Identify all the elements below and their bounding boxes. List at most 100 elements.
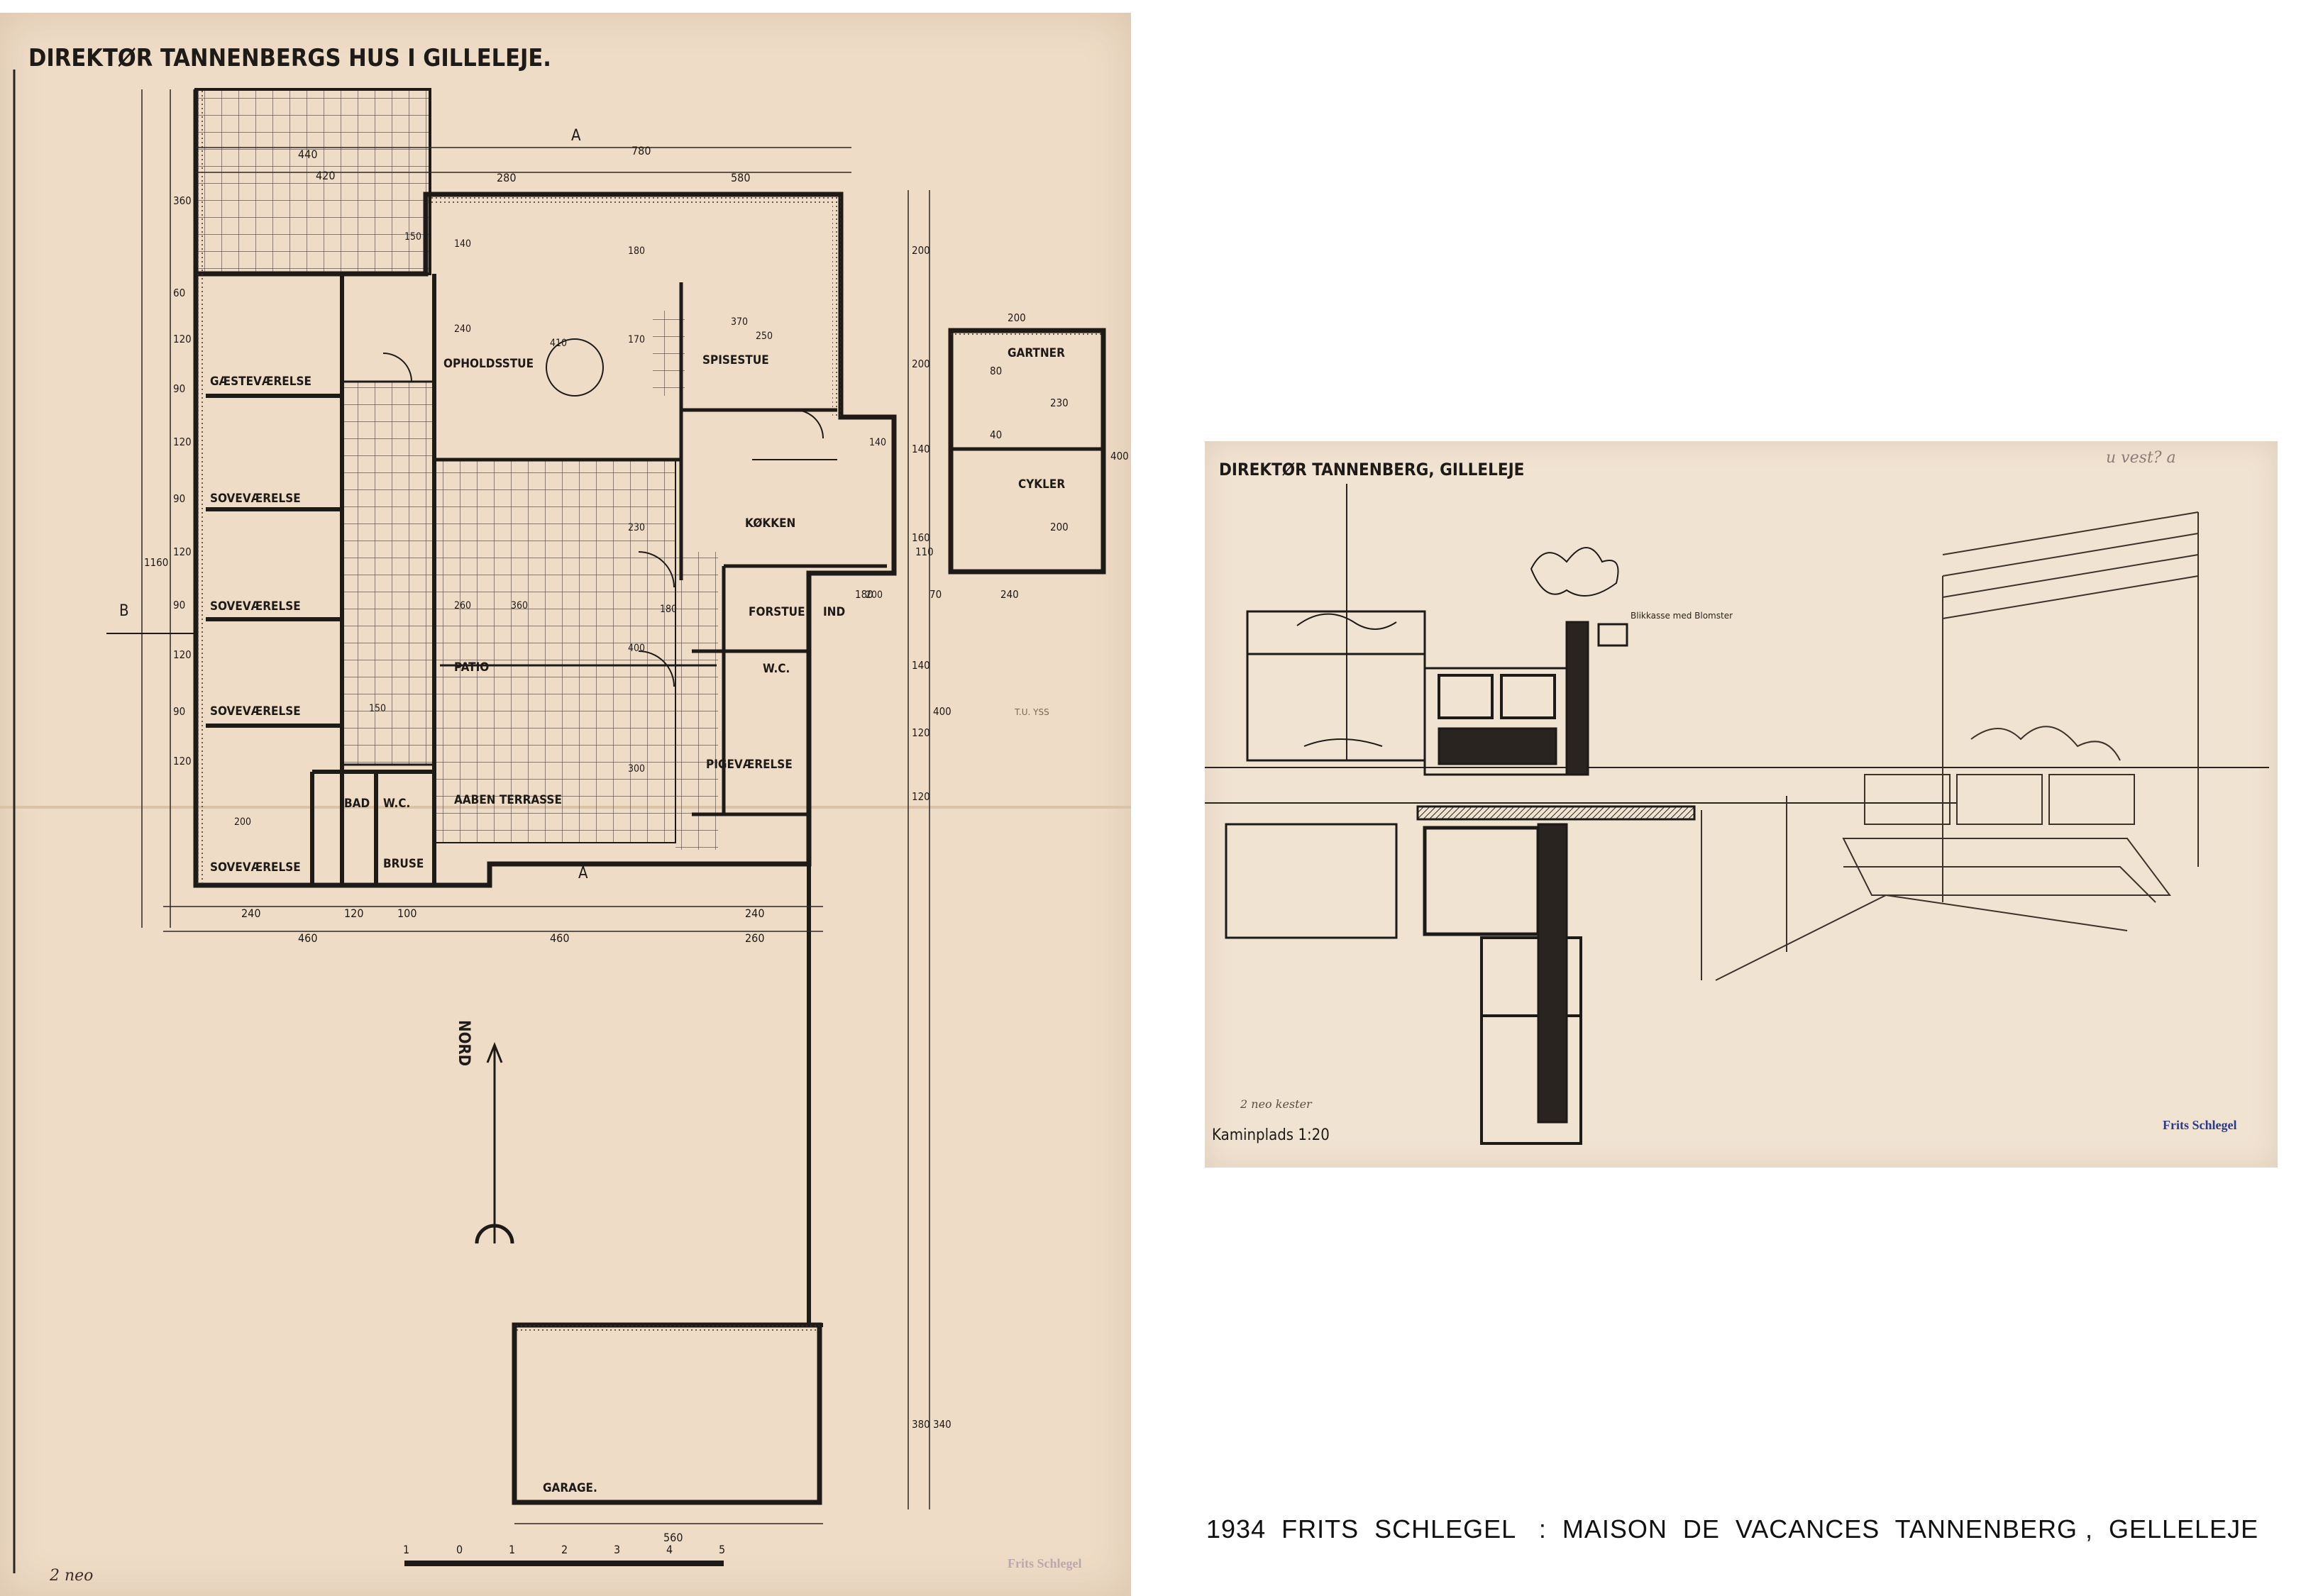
section-mark-a-top: A	[571, 127, 581, 145]
scale-0: 1	[403, 1543, 409, 1556]
detail-stamp: Frits Schlegel	[2163, 1118, 2236, 1132]
wall-hatch-top	[426, 194, 841, 203]
dim-right-4: 140	[912, 659, 930, 672]
dim-bottom-5: 240	[745, 907, 764, 920]
dim-inner-0: 150	[404, 231, 421, 243]
dim-right-7: 120	[912, 790, 930, 803]
dim-left-5: 90	[173, 492, 185, 505]
dim-gartner-1: 80	[990, 365, 1002, 377]
dim-right-2: 140	[912, 443, 930, 455]
room-opholdsstue: OPHOLDSSTUE	[443, 357, 534, 371]
dim-right-8: 340	[933, 1418, 951, 1431]
dim-top-4: 580	[731, 171, 750, 184]
dim-top-0: 440	[298, 148, 317, 161]
side-note: T.U. YSS	[1014, 707, 1049, 717]
detail-frame-lines	[1205, 484, 2269, 804]
section-mark-b: B	[119, 602, 129, 620]
fireplace-plan-section	[1225, 805, 1696, 1145]
dim-left-6: 120	[173, 545, 192, 558]
room-aaben-terrasse: AABEN TERRASSE	[454, 793, 562, 807]
dim-garage-width: 560	[663, 1531, 683, 1544]
scale-2: 1	[509, 1543, 515, 1556]
room-sovevaerelse-1: SOVEVÆRELSE	[210, 492, 301, 506]
dim-left-1: 60	[173, 287, 185, 299]
room-sovevaerelse-3: SOVEVÆRELSE	[210, 704, 301, 719]
dim-inner-13: 230	[628, 522, 645, 533]
room-pigevaerelse: PIGEVÆRELSE	[706, 758, 793, 772]
fireplace-elevation	[1246, 610, 1628, 776]
dim-gartner-3: 40	[990, 428, 1002, 441]
dim-inner-1: 140	[454, 238, 471, 250]
room-patio: PATIO	[454, 660, 489, 675]
corner-note: u vest? a	[2106, 449, 2176, 467]
dim-left-2: 120	[173, 333, 192, 345]
dim-left-0: 360	[173, 194, 192, 207]
dim-bottom-1: 120	[344, 907, 363, 920]
room-sovevaerelse-4: SOVEVÆRELSE	[210, 860, 301, 875]
dim-gartner-4: 200	[1050, 521, 1069, 533]
dim-right-0: 200	[912, 244, 930, 257]
dim-gartner-0: 200	[1008, 311, 1026, 324]
plan-title: DIREKTØR TANNENBERGS HUS I GILLELEJE.	[28, 44, 551, 72]
dim-inner-15: 150	[369, 703, 386, 714]
garage-hatch	[514, 1325, 820, 1332]
room-bruse: BRUSE	[383, 857, 424, 871]
floor-plan-sheet: DIREKTØR TANNENBERGS HUS I GILLELEJE.	[0, 13, 1131, 1596]
room-wc-2: W.C.	[763, 662, 790, 676]
dim-top-2: 280	[497, 171, 516, 184]
dim-gartner-7: 110	[915, 545, 934, 558]
dim-inner-5: 370	[731, 316, 748, 328]
room-gaestevaerelse: GÆSTEVÆRELSE	[210, 375, 311, 389]
plant-sketch	[1296, 547, 1619, 747]
room-wc-1: W.C.	[383, 797, 410, 811]
dim-gartner-6: 240	[1000, 588, 1019, 601]
perspective-sketch	[1701, 511, 2199, 981]
dim-inner-7: 240	[454, 323, 471, 335]
dim-inner-9: 300	[628, 763, 645, 775]
dim-bottom-2: 100	[397, 907, 416, 920]
detail-note: 2 neo kester	[1240, 1097, 1313, 1111]
dim-left-11: 1160	[144, 556, 168, 569]
dim-left-8: 120	[173, 648, 192, 661]
section-mark-a-bottom: A	[578, 865, 588, 882]
dim-left-9: 90	[173, 705, 185, 718]
scale-5: 4	[666, 1543, 673, 1556]
garden-wall	[807, 814, 823, 1327]
dim-inner-17: 140	[869, 437, 886, 448]
dim-left-7: 90	[173, 599, 185, 611]
room-garage: GARAGE.	[543, 1481, 597, 1495]
dim-right-3: 160	[912, 531, 930, 544]
dim-inner-16: 200	[234, 816, 251, 828]
floor-plan-drawing: DIREKTØR TANNENBERGS HUS I GILLELEJE.	[0, 44, 1131, 1585]
terrace-tiles	[675, 552, 718, 850]
interior-walls	[382, 282, 887, 816]
dim-right-5: 400	[933, 705, 951, 718]
dim-inner-2: 180	[628, 245, 645, 257]
fireplace-detail-drawing: DIREKTØR TANNENBERG, GILLELEJE u vest? a…	[1205, 449, 2269, 1145]
scale-3: 2	[561, 1543, 568, 1556]
dim-inner-3: 170	[628, 334, 645, 345]
dim-gartner-2: 230	[1050, 397, 1069, 409]
dim-gartner-9: 180	[855, 588, 873, 601]
dim-gartner-8: 70	[929, 588, 942, 601]
dim-inner-4: 250	[756, 331, 773, 342]
dim-inner-11: 400	[628, 643, 645, 654]
dim-bottom-0: 240	[241, 907, 260, 920]
scale-bar: 1 0 1 2 3 4 5	[403, 1543, 725, 1566]
dim-inner-6: 410	[550, 338, 567, 349]
dim-inner-14: 200	[866, 589, 883, 601]
corridor-tiles	[341, 380, 436, 766]
garage-outline	[512, 1322, 822, 1505]
wall-hatch-left	[196, 89, 206, 885]
north-label: NORD	[455, 1020, 473, 1066]
dim-right-9: 380	[912, 1418, 930, 1431]
scale-1: 0	[456, 1543, 463, 1556]
dim-gartner-5: 400	[1110, 450, 1129, 462]
room-gartner: GARTNER	[1008, 346, 1065, 360]
scale-4: 3	[614, 1543, 620, 1556]
wall-hatch-right	[832, 194, 841, 417]
room-bad: BAD	[344, 797, 370, 811]
room-koekken: KØKKEN	[745, 516, 795, 531]
dim-top-1: 420	[316, 169, 335, 182]
room-forstue: FORSTUE	[749, 605, 805, 619]
